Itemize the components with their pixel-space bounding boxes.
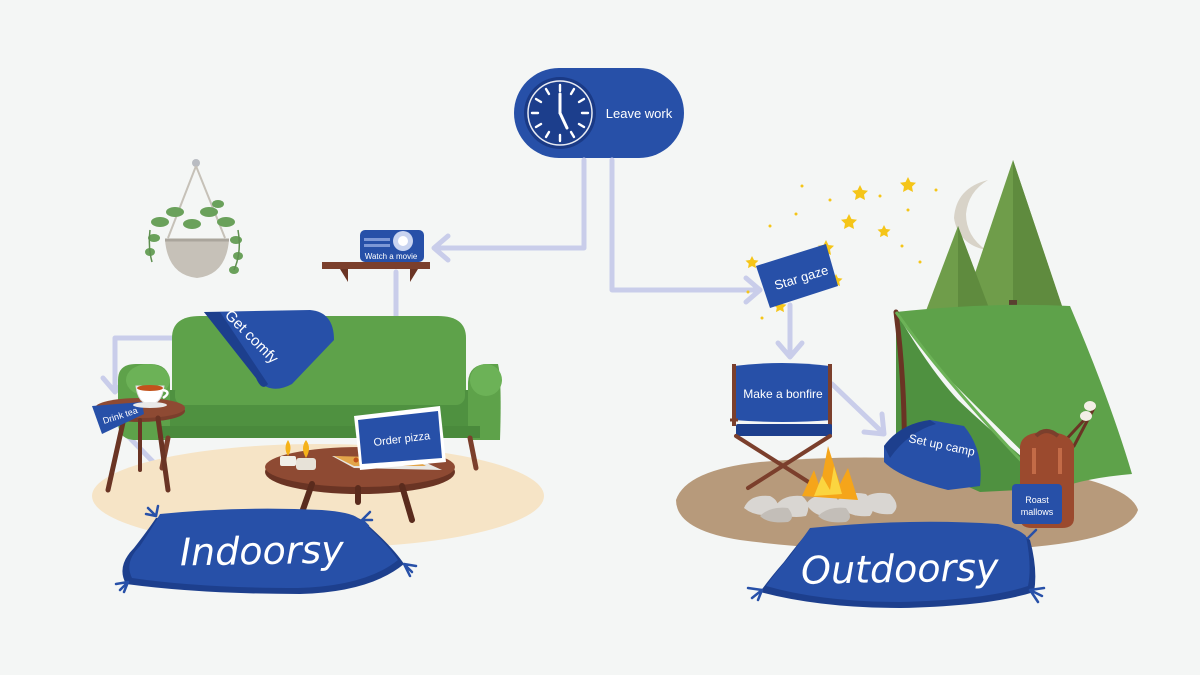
hanging-plant (145, 159, 243, 278)
outdoor-scene: Set up camp Make a bonfire (676, 160, 1138, 608)
camp-chair: Make a bonfire (730, 363, 832, 490)
roast-mallows-label-line2: mallows (1021, 507, 1054, 517)
moon-icon (954, 180, 988, 250)
tea-cup-icon (133, 385, 169, 408)
clock-icon (524, 77, 596, 149)
indoorsy-title: Indoorsy (179, 528, 344, 575)
roast-mallows-label-line1: Roast (1025, 495, 1049, 505)
leave-work-node: Leave work (514, 68, 684, 158)
backpack: Roast mallows (1012, 401, 1096, 528)
make-bonfire-label: Make a bonfire (743, 387, 823, 401)
candle-icon (280, 440, 316, 470)
mat-set-up-camp: Set up camp (884, 420, 981, 490)
indoorsy-cushion: Indoorsy (114, 504, 418, 594)
pine-trees (924, 160, 1062, 316)
side-table: Drink tea (92, 385, 185, 493)
pizza-box: Order pizza (332, 406, 446, 470)
indoor-scene: Watch a movie Get comfy (92, 159, 544, 594)
leave-work-label: Leave work (606, 106, 673, 121)
projector: Watch a movie (360, 230, 424, 262)
watch-movie-label: Watch a movie (365, 252, 418, 261)
star-gaze-flag: Star gaze (756, 244, 838, 308)
outdoorsy-cushion: Outdoorsy (746, 521, 1046, 608)
bonfire (744, 446, 897, 523)
coffee-table: Order pizza (265, 406, 455, 523)
wall-shelf (322, 262, 430, 282)
outdoorsy-title: Outdoorsy (801, 545, 1000, 592)
